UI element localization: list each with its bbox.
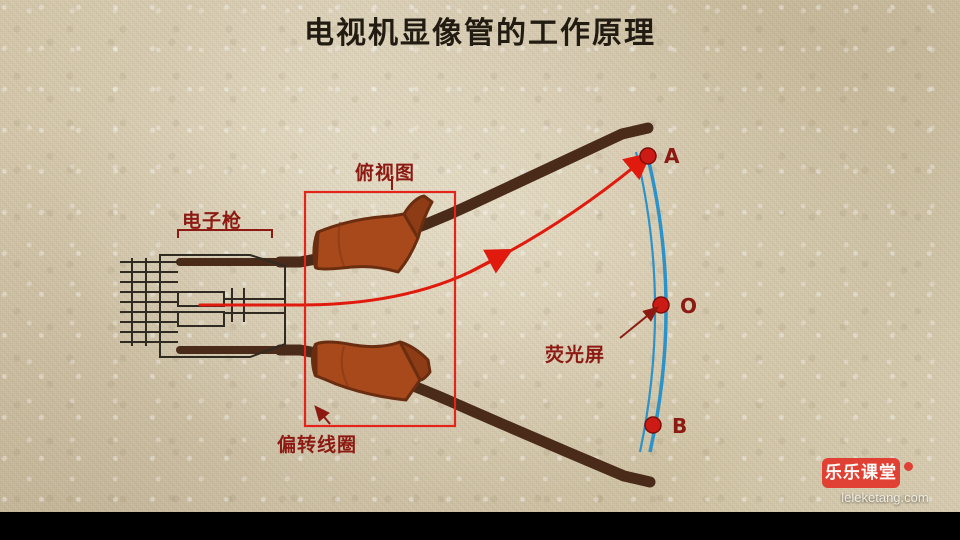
top-view-highlight-box bbox=[303, 190, 457, 428]
point-a-dot bbox=[639, 147, 657, 165]
electron-beam-path bbox=[198, 152, 652, 307]
bottom-letterbox-band bbox=[0, 512, 960, 540]
label-leaders bbox=[177, 176, 659, 425]
deflection-coil-lower bbox=[311, 340, 432, 402]
watermark: 乐乐课堂 leleketang.com bbox=[822, 458, 948, 506]
label-fluorescent-screen: 荧光屏 bbox=[545, 344, 606, 366]
watermark-badge: 乐乐课堂 bbox=[822, 458, 900, 488]
label-deflection-coil: 偏转线圈 bbox=[277, 434, 358, 456]
label-point-o: O bbox=[680, 294, 698, 318]
electron-gun bbox=[120, 254, 286, 358]
page-title: 电视机显像管的工作原理 bbox=[304, 16, 656, 51]
point-b-dot bbox=[644, 416, 662, 434]
watermark-site: leleketang.com bbox=[841, 490, 929, 505]
watermark-dot-icon bbox=[904, 462, 913, 471]
label-point-b: B bbox=[672, 414, 688, 438]
label-point-a: A bbox=[664, 144, 680, 168]
label-top-view: 俯视图 bbox=[355, 162, 416, 184]
label-electron-gun: 电子枪 bbox=[182, 210, 243, 232]
deflection-coil-upper bbox=[312, 194, 434, 274]
point-o-dot bbox=[652, 296, 670, 314]
